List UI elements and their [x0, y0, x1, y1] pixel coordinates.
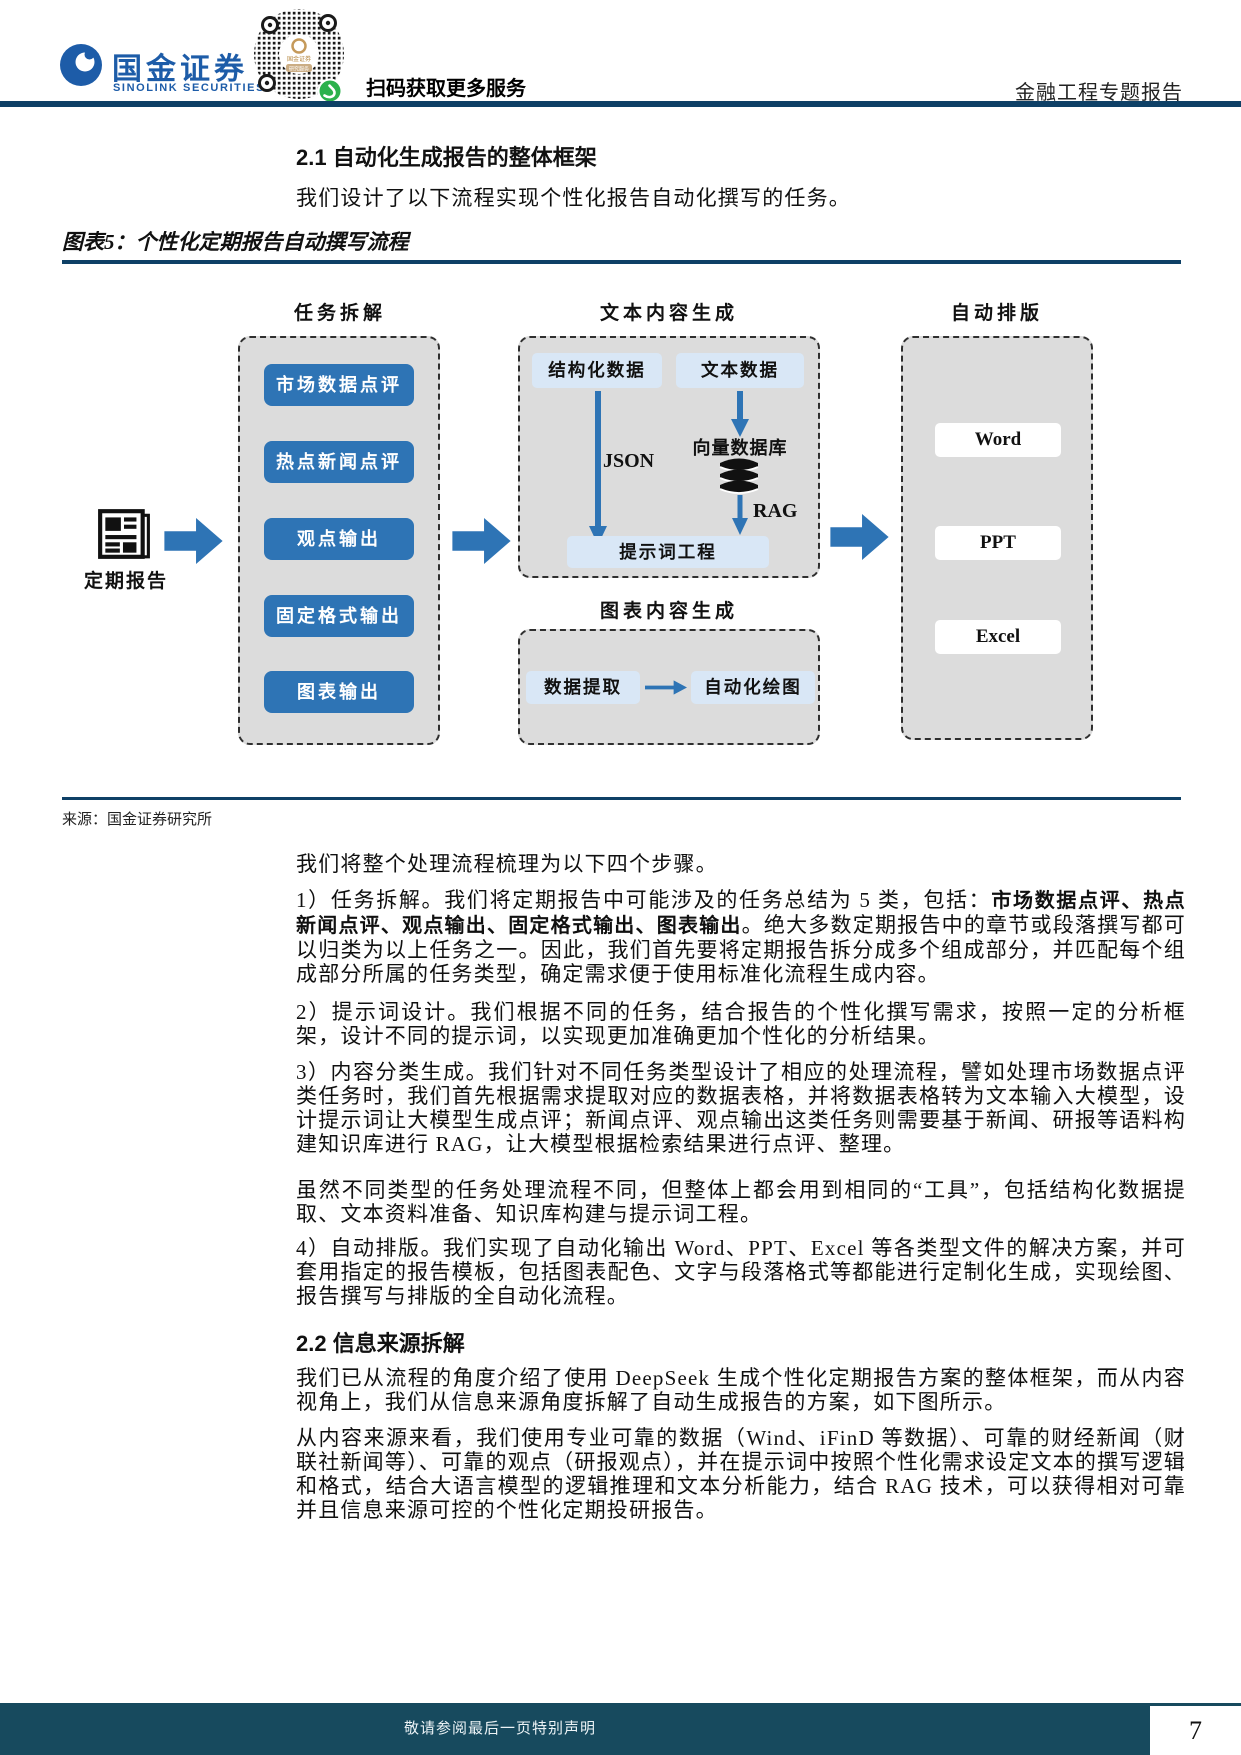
task-item: 市场数据点评 [264, 364, 414, 406]
column-heading-text-generation: 文本内容生成 [599, 303, 738, 324]
footer-bar [0, 1703, 1241, 1755]
wechat-channels-icon [317, 78, 343, 104]
output-ppt: PPT [935, 526, 1061, 560]
figure-rule-top [62, 260, 1181, 264]
paragraph-6: 4）自动排版。我们实现了自动化输出 Word、PPT、Excel 等各类型文件的… [296, 1236, 1186, 1308]
panel-auto-layout [901, 336, 1093, 740]
task-item: 固定格式输出 [264, 595, 414, 637]
rag-arrow [729, 495, 751, 540]
paragraph-2-post: 。绝大多数定期报告中的章节或段落撰写都可以归类为以上任务之一。因此，我们首先要将… [296, 913, 1187, 986]
brand-name-cn: 国金证券 [112, 53, 248, 86]
intro-paragraph: 我们设计了以下流程实现个性化报告自动化撰写的任务。 [296, 186, 851, 210]
footer-disclaimer: 敬请参阅最后一页特别声明 [403, 1721, 596, 1737]
auto-drawing-node: 自动化绘图 [691, 671, 815, 704]
section-2-1-heading: 2.1 自动化生成报告的整体框架 [296, 145, 597, 170]
figure-rule-bottom [62, 797, 1181, 800]
paragraph-4: 3）内容分类生成。我们针对不同任务类型设计了相应的处理流程，譬如处理市场数据点评… [296, 1060, 1186, 1156]
flow-arrow-3 [830, 513, 890, 566]
column-heading-task: 任务拆解 [293, 303, 386, 324]
books-icon [714, 456, 764, 501]
page-number-box: 7 [1150, 1706, 1241, 1755]
json-label: JSON [603, 450, 655, 472]
column-heading-chart-generation: 图表内容生成 [599, 601, 738, 622]
structured-data-node: 结构化数据 [532, 353, 662, 388]
extract-arrow [645, 679, 687, 701]
svg-text:研究服务: 研究服务 [289, 65, 309, 72]
vector-db-arrow [729, 391, 751, 442]
task-item: 热点新闻点评 [264, 441, 414, 483]
paragraph-1: 我们将整个处理流程梳理为以下四个步骤。 [296, 852, 718, 876]
figure-source: 来源：国金证券研究所 [62, 812, 213, 828]
paragraph-5: 虽然不同类型的任务处理流程不同，但整体上都会用到相同的“工具”，包括结构化数据提… [296, 1178, 1186, 1226]
task-item: 观点输出 [264, 518, 414, 560]
flow-arrow-2 [452, 517, 512, 570]
output-excel: Excel [935, 620, 1061, 654]
paragraph-7: 我们已从流程的角度介绍了使用 DeepSeek 生成个性化定期报告方案的整体框架… [296, 1366, 1186, 1414]
output-word: Word [935, 423, 1061, 457]
section-2-2-heading: 2.2 信息来源拆解 [296, 1331, 465, 1356]
figure-title: 图表5：个性化定期报告自动撰写流程 [62, 230, 409, 254]
brand-name-en: SINOLINK SECURITIES [113, 82, 266, 94]
scan-qr-label: 扫码获取更多服务 [366, 78, 526, 100]
flow-arrow-1 [164, 517, 224, 570]
paragraph-2-bold: 市场数据点评、热点新闻点评、观点输出、固定格式输出、图表输出 [296, 890, 1186, 937]
input-label: 定期报告 [83, 571, 168, 592]
task-item: 图表输出 [264, 671, 414, 713]
newspaper-icon [96, 506, 152, 567]
paragraph-2-pre: 1）任务拆解。我们将定期报告中可能涉及的任务总结为 5 类，包括： [296, 888, 992, 912]
text-data-node: 文本数据 [676, 353, 804, 388]
paragraph-3: 2）提示词设计。我们根据不同的任务，结合报告的个性化撰写需求，按照一定的分析框架… [296, 1000, 1186, 1048]
sinolink-logo-icon [58, 42, 104, 93]
paragraph-2: 1）任务拆解。我们将定期报告中可能涉及的任务总结为 5 类，包括：市场数据点评、… [296, 888, 1186, 986]
report-type-label: 金融工程专题报告 [1015, 82, 1183, 104]
rag-label: RAG [753, 500, 798, 522]
data-extract-node: 数据提取 [526, 671, 640, 704]
column-heading-auto-layout: 自动排版 [950, 303, 1043, 324]
page-number: 7 [1189, 1716, 1202, 1745]
prompt-engineering-node: 提示词工程 [567, 536, 769, 568]
paragraph-8: 从内容来源来看，我们使用专业可靠的数据（Wind、iFinD 等数据）、可靠的财… [296, 1426, 1186, 1522]
vector-db-label: 向量数据库 [692, 438, 788, 458]
qr-code: 国金证券 研究服务 [252, 6, 348, 109]
header-rule [0, 101, 1241, 107]
svg-text:国金证券: 国金证券 [287, 55, 311, 63]
json-arrow [587, 391, 609, 550]
